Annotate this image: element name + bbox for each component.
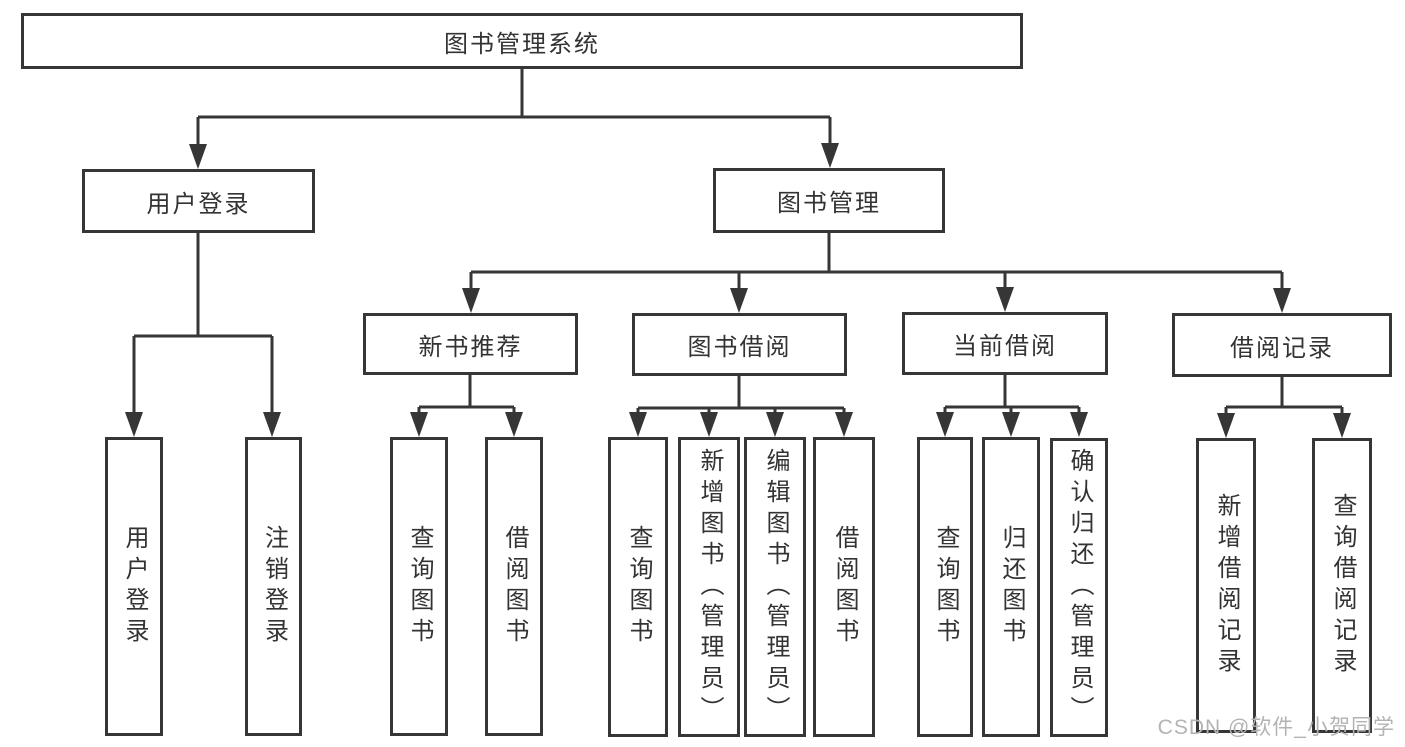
- connector-recommend-children: [417, 375, 516, 417]
- leaf-records-add-record: 新增借阅记录: [1196, 438, 1256, 733]
- connector-book-management-children: [469, 233, 1284, 293]
- leaf-records-query-record: 查询借阅记录: [1312, 438, 1372, 733]
- connector-current-children: [943, 375, 1081, 417]
- node-book-management: 图书管理: [713, 168, 945, 233]
- node-library-system: 图书管理系统: [21, 13, 1023, 69]
- leaf-recommend-query-books: 查询图书: [390, 437, 448, 736]
- leaf-recommend-borrow-books: 借阅图书: [485, 437, 543, 736]
- leaf-borrow-query-books: 查询图书: [608, 437, 668, 737]
- leaf-user-login: 用户登录: [105, 437, 163, 736]
- leaf-borrow-add-books-admin: 新增图书（管理员）: [678, 437, 740, 737]
- connector-user-login-children: [132, 233, 274, 416]
- leaf-borrow-edit-books-admin: 编辑图书（管理员）: [744, 437, 806, 737]
- leaf-current-confirm-return-admin: 确认归还（管理员）: [1050, 438, 1108, 737]
- connector-records-children: [1224, 377, 1344, 418]
- leaf-logout: 注销登录: [245, 437, 302, 736]
- connector-root-to-level2: [196, 69, 832, 148]
- node-borrow-records: 借阅记录: [1172, 313, 1392, 377]
- leaf-borrow-borrow-books: 借阅图书: [813, 437, 875, 737]
- leaf-current-query-books: 查询图书: [917, 437, 973, 737]
- node-current-borrow: 当前借阅: [902, 312, 1108, 375]
- node-new-book-recommend: 新书推荐: [363, 313, 578, 375]
- watermark-text: CSDN @软件_小贺同学: [1157, 716, 1395, 739]
- node-user-login: 用户登录: [82, 169, 315, 233]
- node-book-borrow: 图书借阅: [632, 313, 847, 376]
- connector-borrow-children: [636, 376, 846, 417]
- leaf-current-return-books: 归还图书: [982, 437, 1040, 737]
